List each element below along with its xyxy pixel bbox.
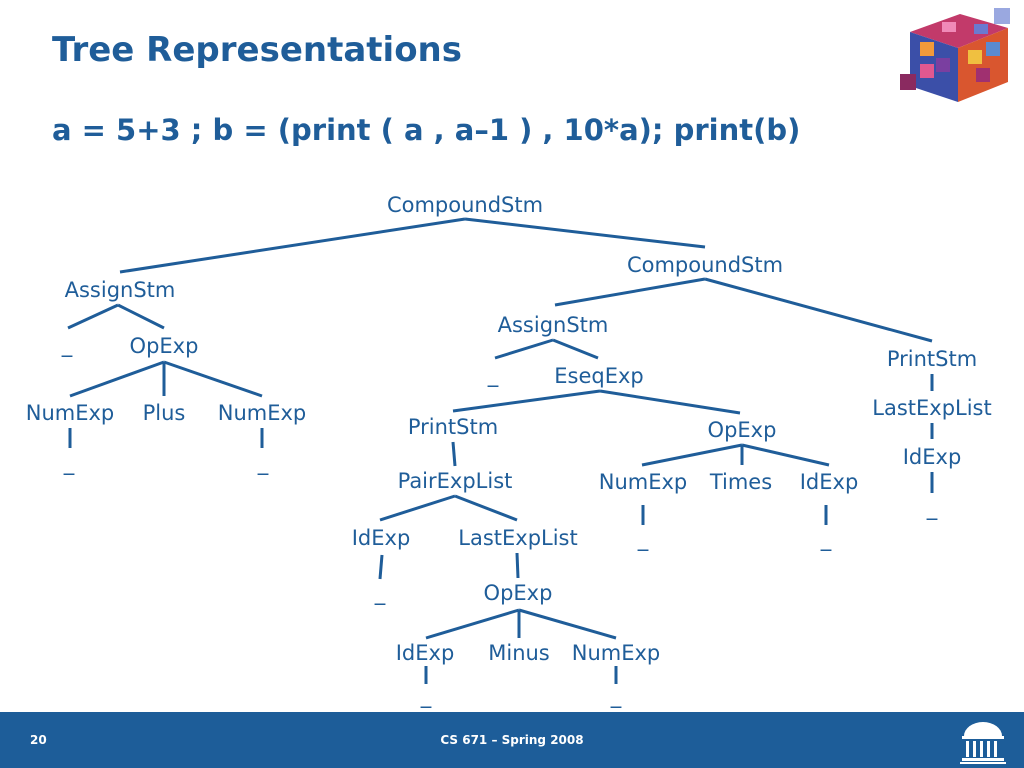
node-opexp-2: OpExp (484, 581, 553, 605)
node-assign1-id-leaf: _ (61, 333, 73, 358)
course-label: CS 671 – Spring 2008 (440, 733, 584, 747)
edge-opexp1-numexp1 (69, 360, 165, 398)
node-pair-exp-list: PairExpList (398, 469, 513, 493)
edge-opexp3-idexp3 (741, 443, 830, 467)
node-idexp-2: IdExp (396, 641, 455, 665)
edge-opexp2-idexp2 (425, 608, 520, 640)
edge-eseq-opexp3 (599, 389, 741, 415)
edge-idexp1-leaf (378, 554, 384, 580)
node-numexp-1: NumExp (26, 401, 115, 425)
slide-subtitle: a = 5+3 ; b = (print ( a , a–1 ) , 10*a)… (52, 113, 801, 147)
edge-opexp2-numexp3 (518, 608, 617, 640)
node-compound-stm-2: CompoundStm (627, 253, 783, 277)
node-last-exp-list-2: LastExpList (872, 396, 991, 420)
node-numexp-3: NumExp (572, 641, 661, 665)
edge-assign2-eseq (552, 338, 599, 360)
node-printstm-2: PrintStm (887, 347, 977, 371)
syntax-tree-diagram: CompoundStm AssignStm _ OpExp NumExp Plu… (26, 193, 992, 709)
edge-compound2-assign2 (554, 277, 706, 307)
node-numexp1-leaf: _ (63, 451, 75, 476)
edge-compound2-printstm2 (704, 277, 933, 343)
cube-logo-icon (900, 8, 1010, 102)
node-assign-stm-2: AssignStm (498, 313, 609, 337)
slide-title: Tree Representations (52, 30, 462, 70)
node-idexp-4: IdExp (903, 445, 962, 469)
node-numexp4-leaf: _ (637, 527, 649, 552)
node-opexp-1: OpExp (130, 334, 199, 358)
edge-assign1-id (67, 303, 119, 330)
node-times: Times (709, 470, 772, 494)
edge-opexp1-numexp2 (163, 360, 263, 398)
node-numexp2-leaf: _ (257, 451, 269, 476)
edge-root-compound2 (464, 217, 706, 249)
tree-edges (67, 217, 934, 684)
edge-opexp3-numexp4 (641, 443, 743, 467)
node-minus: Minus (488, 641, 550, 665)
node-idexp1-leaf: _ (374, 581, 386, 606)
node-plus: Plus (143, 401, 186, 425)
node-last-exp-list-1: LastExpList (458, 526, 577, 550)
rotunda-icon (960, 722, 1006, 764)
node-numexp-4: NumExp (599, 470, 688, 494)
edge-pair-idexp1 (379, 494, 456, 522)
edge-printstm1-pair (451, 441, 457, 467)
node-numexp-2: NumExp (218, 401, 307, 425)
node-assign-stm-1: AssignStm (65, 278, 176, 302)
node-idexp3-leaf: _ (820, 527, 832, 552)
edge-pair-lastexplist1 (454, 494, 518, 522)
edge-assign1-opexp1 (117, 303, 165, 330)
page-number: 20 (30, 733, 47, 747)
node-idexp-3: IdExp (800, 470, 859, 494)
node-opexp-3: OpExp (708, 418, 777, 442)
node-idexp2-leaf: _ (420, 684, 432, 709)
node-printstm-1: PrintStm (408, 415, 498, 439)
edge-eseq-printstm1 (452, 389, 601, 413)
slide-footer: 20 CS 671 – Spring 2008 (0, 712, 1024, 768)
edge-root-assign1 (119, 217, 466, 274)
node-idexp4-leaf: _ (926, 496, 938, 521)
tree-nodes: CompoundStm AssignStm _ OpExp NumExp Plu… (26, 193, 992, 709)
edge-lastexplist1-opexp2 (515, 552, 520, 579)
node-assign2-id-leaf: _ (487, 363, 499, 388)
edge-assign2-id (494, 338, 554, 360)
node-eseqexp: EseqExp (554, 364, 644, 388)
node-idexp-1: IdExp (352, 526, 411, 550)
node-numexp3-leaf: _ (610, 684, 622, 709)
node-compound-stm-root: CompoundStm (387, 193, 543, 217)
